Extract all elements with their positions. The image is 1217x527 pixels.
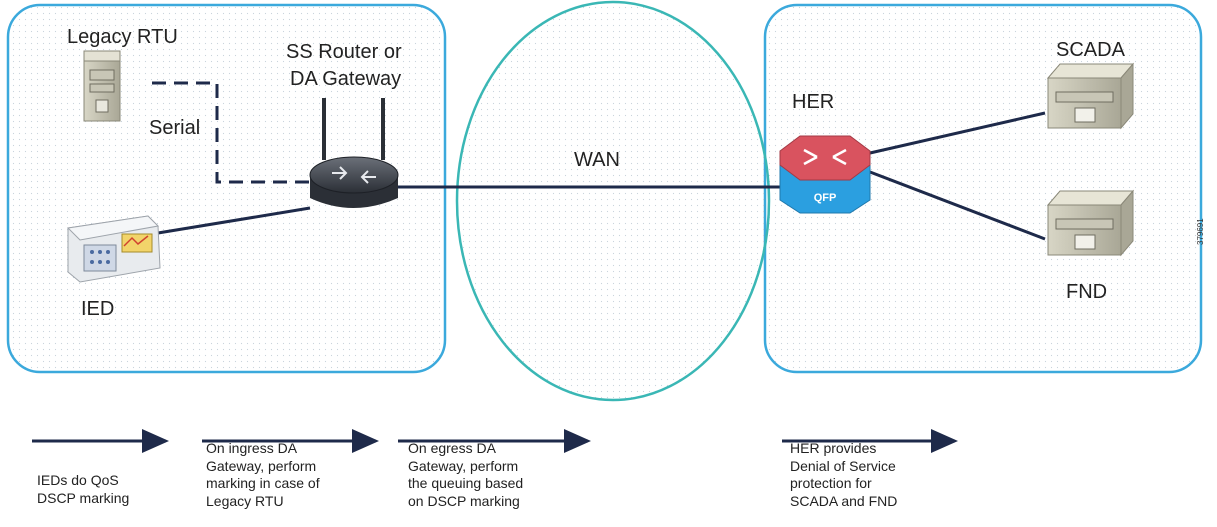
serial-link [152, 81, 310, 184]
note-line: Denial of Service [790, 457, 896, 474]
note-line: DSCP marking [37, 489, 130, 506]
serial-label: Serial [149, 117, 201, 139]
scada-label: SCADA [1056, 39, 1125, 61]
fnd-link [869, 170, 1046, 241]
note-line: Gateway, perform [408, 457, 519, 474]
note-line: the queuing based [408, 475, 524, 491]
note-egress-queuing: On egress DA Gateway, perform the queuin… [408, 440, 523, 510]
note-line: HER provides [790, 440, 877, 456]
qfp-label: QFP [814, 192, 837, 204]
scada-server-icon [1046, 62, 1135, 130]
note-line: on DSCP marking [408, 492, 520, 509]
legacy-rtu-server-icon [83, 50, 121, 122]
wan-label: WAN [574, 149, 620, 171]
ied-link [157, 206, 311, 235]
ss-router-icon [309, 98, 399, 208]
her-label: HER [792, 91, 835, 113]
legacy-rtu-label: Legacy RTU [67, 26, 178, 48]
fnd-server-icon [1046, 189, 1135, 257]
her-router-icon: QFP [779, 135, 871, 214]
note-line: Legacy RTU [206, 492, 284, 509]
note-line: SCADA and FND [790, 492, 898, 509]
note-her-protection: HER provides Denial of Service protectio… [790, 440, 897, 510]
note-ingress-marking: On ingress DA Gateway, perform marking i… [206, 440, 320, 510]
note-ied-marking: IEDs do QoS DSCP marking [37, 472, 129, 507]
router-label-line1: SS Router or [286, 41, 402, 63]
figure-id: 379691 [1196, 218, 1205, 245]
fnd-label: FND [1066, 281, 1108, 303]
wan-cloud [455, 0, 771, 402]
scada-link [869, 111, 1046, 155]
router-label-line2: DA Gateway [290, 68, 402, 90]
note-line: On egress DA [408, 440, 496, 456]
note-line: marking in case of [206, 475, 320, 491]
note-line: Gateway, perform [206, 457, 317, 474]
note-line: protection for [790, 475, 872, 491]
note-line: On ingress DA [206, 440, 298, 456]
note-line: IEDs do QoS [37, 472, 119, 488]
ied-label: IED [81, 298, 115, 320]
ied-device-icon [66, 215, 161, 283]
